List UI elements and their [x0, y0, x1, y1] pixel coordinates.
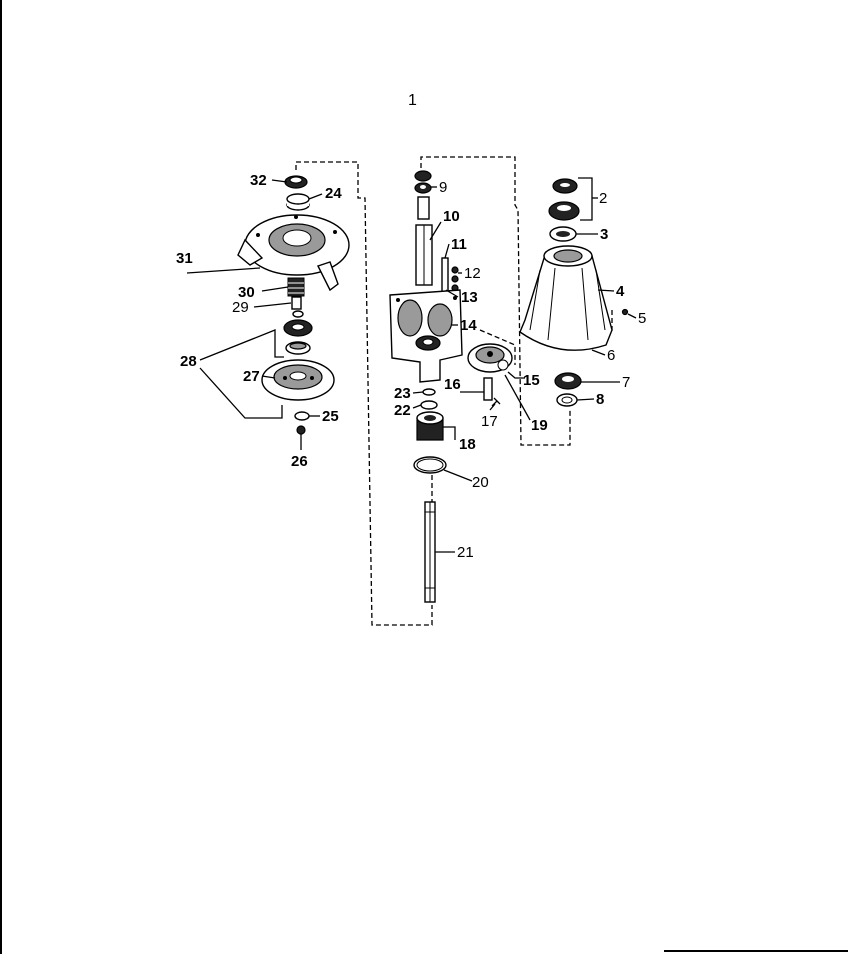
label-16: 16	[444, 376, 461, 393]
label-25: 25	[322, 408, 339, 425]
part-24-bushing	[286, 193, 310, 211]
label-13: 13	[461, 289, 478, 306]
label-10: 10	[443, 208, 460, 225]
label-4: 4	[616, 283, 625, 300]
label-26: 26	[291, 453, 308, 470]
part-7-bearing	[554, 372, 582, 390]
label-21: 21	[457, 544, 474, 561]
part-28-bearing-set	[283, 310, 313, 355]
leader-6	[591, 349, 606, 356]
label-28: 28	[180, 353, 197, 370]
diagram-title: 1	[408, 92, 417, 109]
part-5-screw	[621, 308, 629, 316]
leader-8	[576, 398, 595, 401]
label-31: 31	[176, 250, 193, 267]
leader-2	[578, 177, 593, 221]
part-3-seal	[549, 226, 577, 242]
part-21-shaft	[424, 501, 436, 603]
part-2-seal-set	[548, 178, 580, 221]
leader-27	[261, 375, 276, 379]
leader-20	[443, 469, 473, 482]
part-11-pin	[441, 257, 449, 293]
label-3: 3	[600, 226, 608, 243]
leader-18	[443, 426, 456, 440]
leader-28-lower	[199, 367, 283, 419]
gear-dashed-line	[479, 329, 516, 365]
part-10-shaft	[415, 196, 433, 286]
label-9: 9	[439, 179, 447, 196]
label-20: 20	[472, 474, 489, 491]
part-23-washer	[422, 388, 436, 396]
leader-29	[253, 302, 292, 308]
part-25-washer	[294, 411, 310, 421]
label-32: 32	[250, 172, 267, 189]
part-9-seal	[414, 170, 432, 194]
part-31-cover-plate	[237, 214, 350, 292]
part-16-pin	[483, 377, 493, 401]
label-6: 6	[607, 347, 615, 364]
leader-5	[627, 313, 637, 319]
part-22-ring	[420, 400, 438, 410]
label-11: 11	[451, 236, 467, 253]
label-24: 24	[325, 185, 342, 202]
label-27: 27	[243, 368, 260, 385]
part-18-spring-clutch	[416, 411, 444, 441]
label-12: 12	[464, 265, 481, 282]
label-22: 22	[394, 402, 411, 419]
part-19-gear	[467, 343, 513, 373]
leader-4	[597, 289, 615, 292]
leader-30	[261, 286, 289, 292]
leader-22	[412, 404, 422, 409]
label-7: 7	[622, 374, 630, 391]
leader-28-upper	[199, 329, 284, 361]
leader-15	[507, 371, 525, 379]
leader-13	[445, 289, 459, 298]
label-23: 23	[394, 385, 411, 402]
part-13-gear-housing	[389, 289, 463, 383]
part-26-nut	[296, 425, 306, 435]
part-17-screw	[491, 397, 501, 407]
label-15: 15	[523, 372, 540, 389]
part-20-ring	[413, 456, 447, 474]
part-4-housing-cover	[519, 245, 613, 351]
label-17: 17	[481, 413, 498, 430]
leader-17	[489, 403, 496, 411]
part-8-washer	[556, 393, 578, 407]
label-8: 8	[596, 391, 604, 408]
label-29: 29	[232, 299, 249, 316]
label-5: 5	[638, 310, 646, 327]
leader-11	[444, 243, 450, 259]
part-27-pulley	[261, 359, 335, 401]
part-32-seal	[284, 175, 308, 189]
label-2: 2	[599, 190, 607, 207]
leader-10	[429, 221, 442, 241]
leader-31	[186, 267, 261, 274]
leader-23	[412, 391, 424, 394]
part-12-screws	[451, 266, 459, 292]
part-30-spring	[287, 277, 305, 297]
right-dashed-group-line	[420, 156, 571, 446]
leader-32	[271, 179, 288, 183]
label-18: 18	[459, 436, 476, 453]
left-dashed-group-line	[295, 161, 433, 626]
label-30: 30	[238, 284, 255, 301]
part-29-pin	[291, 296, 302, 310]
label-14: 14	[460, 317, 477, 334]
label-19: 19	[531, 417, 548, 434]
leader-24	[308, 193, 323, 200]
leader-19	[504, 374, 531, 421]
